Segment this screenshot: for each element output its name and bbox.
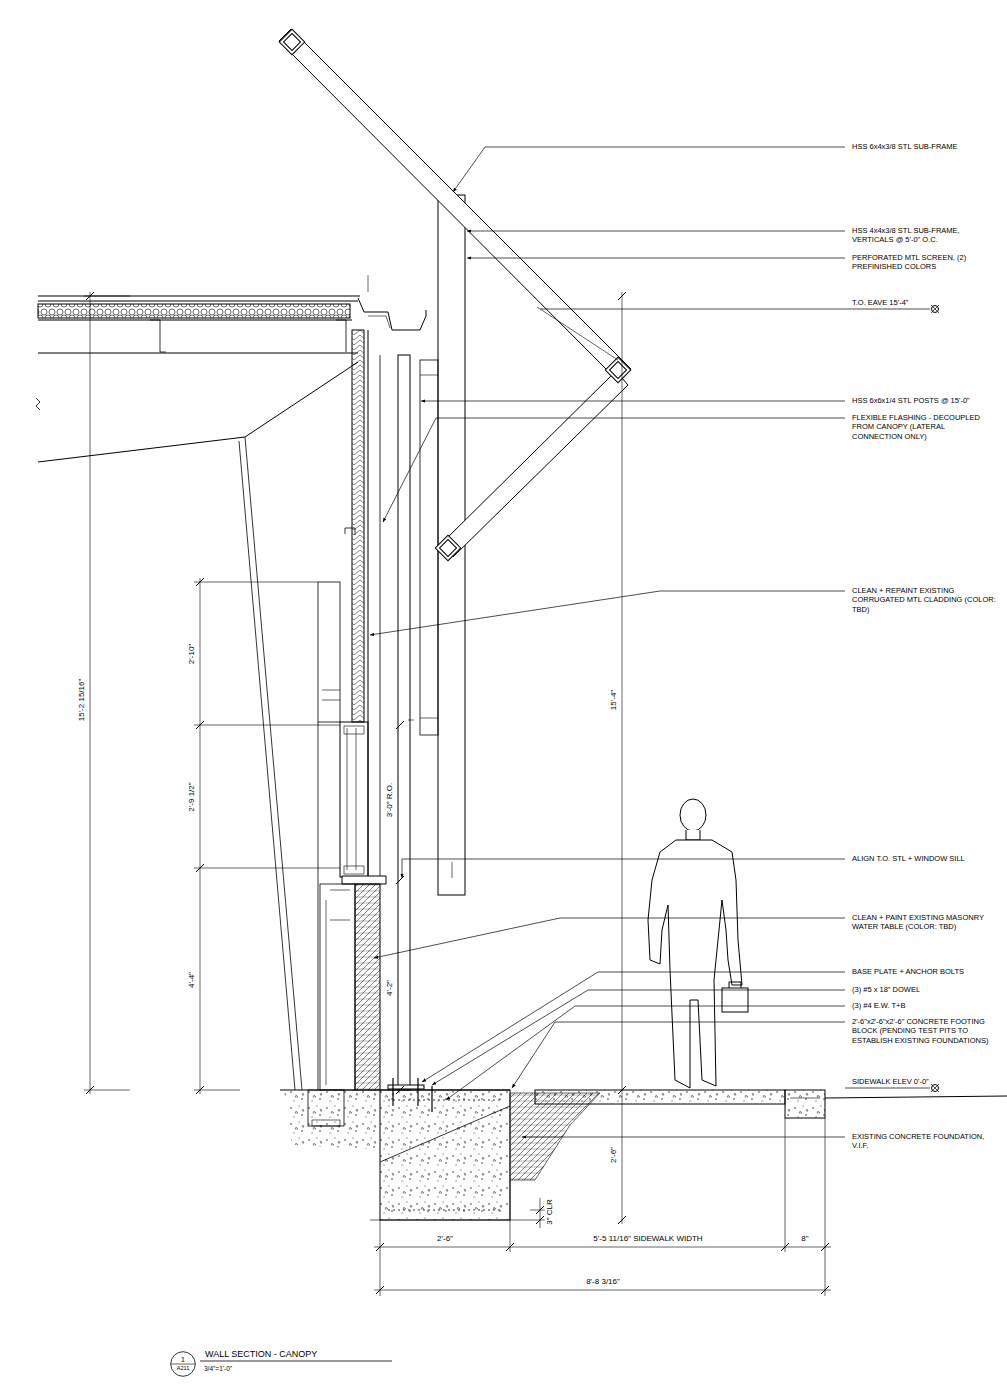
callout-note: CLEAN + PAINT EXISTING MASONRY WATER TAB…	[852, 913, 1002, 932]
dimension-text: 3'-0" R.O.	[385, 782, 395, 819]
dimension-text: 2'-6"	[436, 1234, 454, 1244]
sheet-number: A211	[170, 1366, 196, 1372]
callout-note: HSS 6x6x1/4 STL POSTS @ 15'-0"	[852, 396, 970, 405]
bubble-outline	[170, 1351, 196, 1377]
section-bubble: 1A211	[170, 1351, 196, 1377]
detail-number: 1	[170, 1356, 196, 1363]
callout-note: CLEAN + REPAINT EXISTING CORRUGATED MTL …	[852, 586, 1002, 614]
callout-note: SIDEWALK ELEV 0'-0"	[852, 1077, 929, 1086]
dimension-text: 2'-9 1/2"	[187, 781, 197, 812]
scale-note: 3/4"=1'-0"	[204, 1365, 232, 1373]
dimension-text: 15'-4"	[609, 689, 619, 711]
callout-note: ALIGN T.O. STL + WINDOW SILL	[852, 854, 965, 863]
dimension-text: 2'-10"	[187, 643, 197, 665]
dimension-text: 3" CLR	[545, 1198, 555, 1226]
callout-note: HSS 6x4x3/8 STL SUB-FRAME	[852, 142, 958, 151]
dimension-text: 15'-2 15/16"	[77, 678, 87, 723]
dimension-text: 8"	[800, 1234, 809, 1244]
callout-note: EXISTING CONCRETE FOUNDATION, V.I.F.	[852, 1132, 1002, 1151]
dimension-text: 4'-4"	[187, 971, 197, 989]
dimension-text: 8'-8 3/16"	[585, 1277, 621, 1287]
callout-note: 2'-6"x2'-6"x2'-6" CONCRETE FOOTING BLOCK…	[852, 1017, 1002, 1045]
dimension-text: 4'-2"	[385, 979, 395, 997]
callout-note: (3) #4 E.W. T+B	[852, 1001, 905, 1010]
callout-note: BASE PLATE + ANCHOR BOLTS	[852, 967, 964, 976]
dimension-text: 2'-6"	[609, 1146, 619, 1164]
dimension-text: 5'-5 11/16" SIDEWALK WIDTH	[592, 1234, 703, 1244]
drawing-title: WALL SECTION - CANOPY	[205, 1349, 317, 1359]
callout-note: (3) #5 x 18" DOWEL	[852, 985, 920, 994]
callout-note: FLEXIBLE FLASHING - DECOUPLED FROM CANOP…	[852, 413, 992, 441]
callout-note: T.O. EAVE 15'-4"	[852, 298, 908, 307]
callout-note: PERFORATED MTL SCREEN, (2) PREFINISHED C…	[852, 253, 1002, 272]
callout-note: HSS 4x4x3/8 STL SUB-FRAME, VERTICALS @ 5…	[852, 226, 1002, 245]
